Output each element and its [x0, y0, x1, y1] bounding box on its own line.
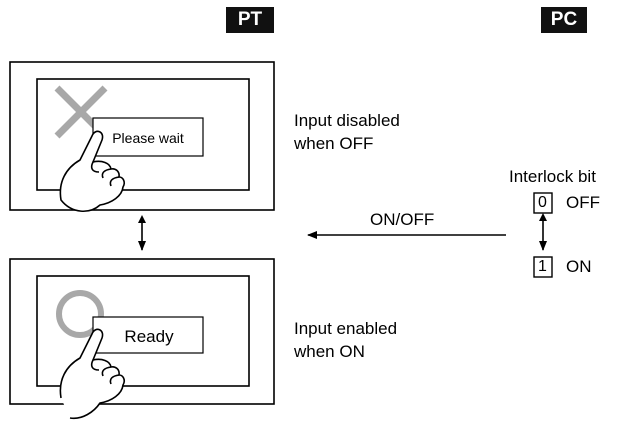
ready-text: Ready	[124, 327, 174, 346]
circle-icon	[56, 290, 104, 338]
interlock-off-label: OFF	[566, 193, 600, 212]
interlock-bit-on-box	[533, 256, 553, 278]
hand-pointer-icon	[59, 130, 126, 212]
interlock-off-value: 0	[538, 194, 547, 211]
interlock-bit-title: Interlock bit	[509, 167, 596, 186]
pc-header-badge: PC	[541, 7, 587, 33]
top-pt-terminal	[9, 61, 275, 211]
interlock-on-label: ON	[566, 257, 592, 276]
pt-header-badge: PT	[226, 7, 274, 33]
input-enabled-label: Input enabled	[294, 319, 398, 338]
please-wait-text: Please wait	[112, 130, 184, 146]
signal-label: ON/OFF	[370, 210, 435, 229]
when-on-label: when ON	[294, 342, 365, 361]
input-disabled-label: Input disabled	[294, 111, 400, 130]
interlock-on-value: 1	[538, 258, 547, 275]
when-off-label: when OFF	[294, 134, 374, 153]
hand-pointer-icon	[59, 328, 126, 420]
